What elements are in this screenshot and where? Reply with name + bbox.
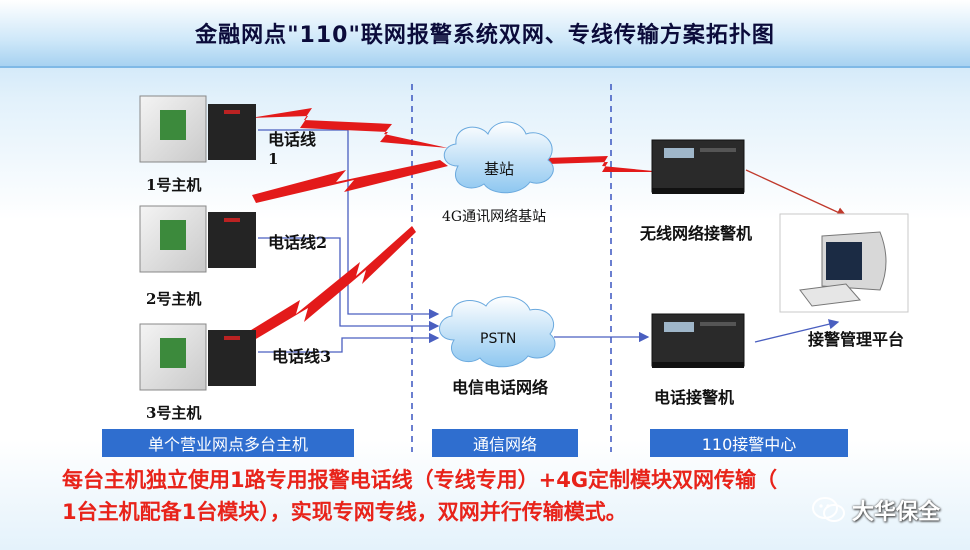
wire-1-number: 1 [268,150,279,168]
base-station-cloud [443,121,554,194]
host-unit-1 [139,95,256,163]
base-station-caption: 4G通讯网络基站 [442,209,547,225]
host-unit-2 [139,205,256,273]
pstn-cloud [439,296,556,368]
host-unit-3 [139,323,256,391]
zone-bar-sites: 单个营业网点多台主机 [102,429,354,457]
watermark: 大华保全 [812,494,940,526]
wire-2-label: 电话线2 [268,233,328,252]
description-text: 每台主机独立使用1路专用报警电话线（专线专用）+4G定制模块双网传输（ 1台主机… [62,464,942,528]
page-title: 金融网点"110"联网报警系统双网、专线传输方案拓扑图 [195,23,775,48]
wire-1-label: 电话线 [268,130,317,149]
title-bar: 金融网点"110"联网报警系统双网、专线传输方案拓扑图 [0,0,970,68]
base-station-label: 基站 [484,160,515,178]
host-1-label: 1号主机 [146,176,202,194]
wireless-receiver-device [651,139,745,194]
watermark-text: 大华保全 [852,500,941,525]
wireless-signals [238,108,664,346]
wire-3-label: 电话线3 [272,347,332,366]
host-3-label: 3号主机 [146,404,202,422]
zone-bar-center: 110接警中心 [650,429,848,457]
description-line-2: 1台主机配备1台模块），实现专网专线，双网并行传输模式。 [62,500,627,524]
wireless-receiver-label: 无线网络接警机 [640,224,753,243]
zone-bar-network: 通信网络 [432,429,578,457]
pstn-caption: 电信电话网络 [452,378,549,397]
wechat-icon [812,497,845,522]
description-line-1: 每台主机独立使用1路专用报警电话线（专线专用）+4G定制模块双网传输（ [62,468,778,492]
pstn-label: PSTN [480,331,517,347]
platform-label: 接警管理平台 [808,330,905,349]
wireless-to-platform [745,169,848,217]
phone-receiver-device [651,313,745,368]
platform-computer [779,213,909,313]
phone-receiver-label: 电话接警机 [654,388,735,407]
host-2-label: 2号主机 [146,290,202,308]
